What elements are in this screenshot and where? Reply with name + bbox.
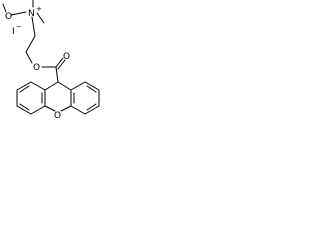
bond-carbonyl-double-2 [57, 59, 66, 70]
bond-right-inner-3 [86, 85, 97, 93]
bond-o-n [10, 11, 27, 16]
bond-right-2 [70, 105, 86, 115]
bond-c9-c9a [44, 81, 59, 91]
bond-ch2-ch2 [25, 35, 36, 53]
bond-right-6 [70, 81, 86, 91]
bond-left-2 [30, 105, 46, 115]
bond-ch2-o-ester [25, 51, 33, 64]
bond-methyl-o [2, 3, 7, 13]
atom-n-quaternary: N [28, 9, 35, 19]
atom-iodide-charge: − [16, 23, 22, 31]
bond-left-inner-3 [19, 85, 30, 93]
bond-o-ring-c10a [60, 105, 72, 112]
bond-n-methyl-right [36, 12, 45, 24]
bond-left-inner-2 [19, 103, 30, 111]
bond-carbonyl-double-1 [55, 57, 64, 68]
bond-right-5 [84, 81, 100, 91]
bond-c4a-o-ring [44, 105, 56, 112]
bond-left-6 [30, 81, 46, 91]
atom-o-methoxy: O [5, 12, 12, 22]
atom-o-ester: O [33, 63, 40, 73]
atom-n-charge: + [36, 5, 42, 13]
bond-carbonyl-c9 [55, 66, 59, 83]
structural-formula: O N + I − O O O [2, 0, 100, 121]
bond-c9-c8a [57, 81, 72, 91]
atom-iodide: I [12, 27, 15, 37]
bond-n-ch2 [31, 16, 36, 37]
atom-o-ring: O [54, 111, 61, 121]
bond-left-5 [16, 81, 32, 91]
atom-o-carbonyl: O [63, 52, 70, 62]
bond-right-inner-2 [86, 103, 97, 111]
bond-left-3 [16, 105, 32, 115]
bond-right-3 [84, 105, 100, 115]
